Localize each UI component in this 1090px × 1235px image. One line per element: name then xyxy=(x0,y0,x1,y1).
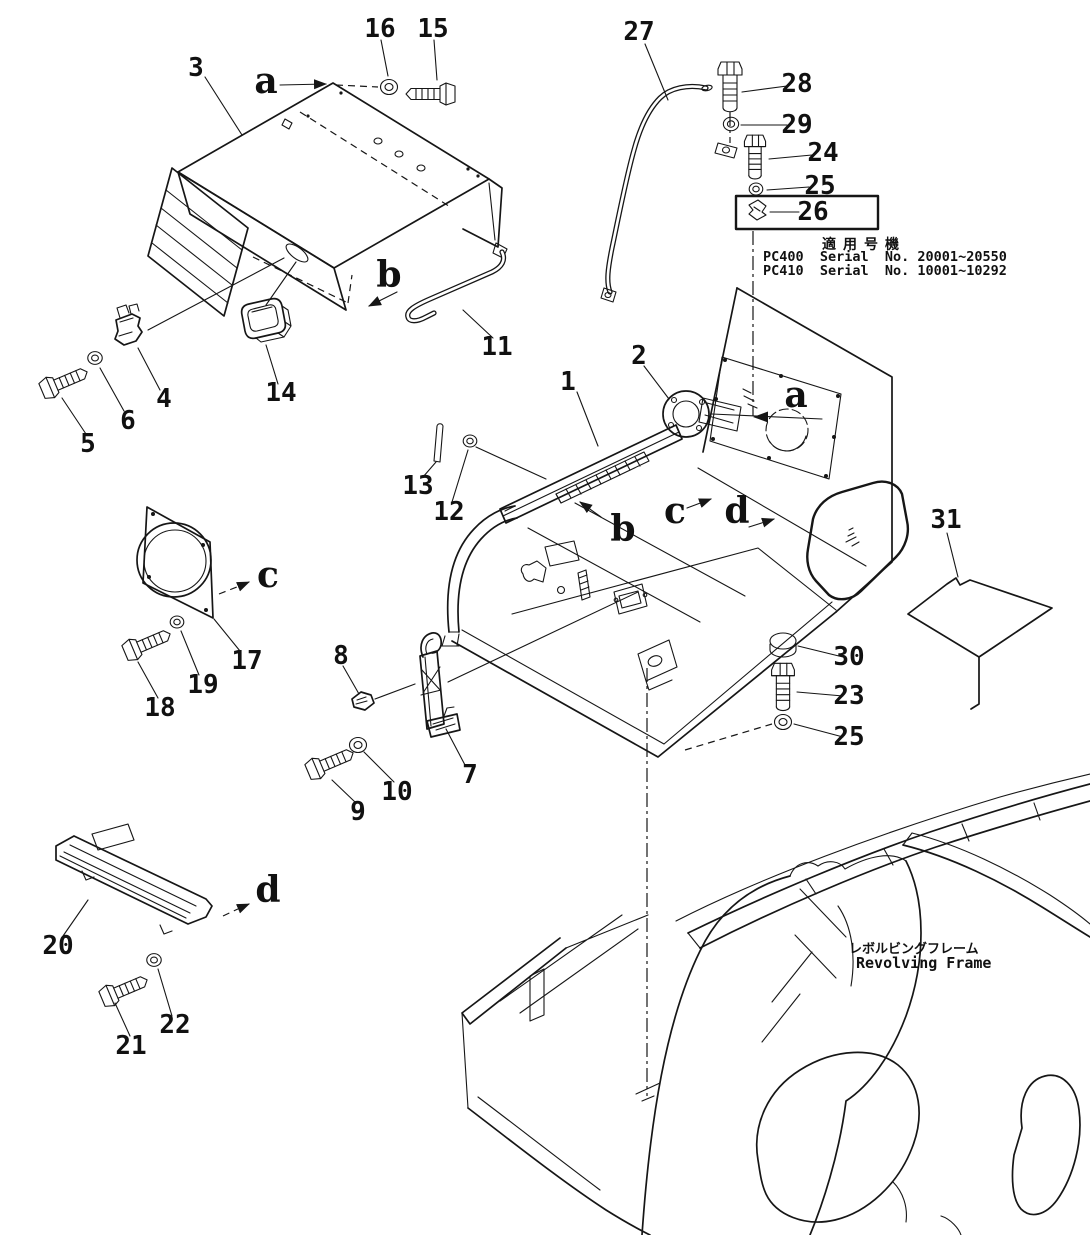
callout-9: 9 xyxy=(350,797,366,827)
frame-caption-en: Revolving Frame xyxy=(856,954,992,972)
callout-3: 3 xyxy=(188,53,204,83)
callout-31: 31 xyxy=(930,505,962,535)
callout-17: 17 xyxy=(231,646,263,676)
view-arrows xyxy=(219,79,775,916)
callout-12: 12 xyxy=(433,497,465,527)
view-label-b-floor: b xyxy=(610,508,636,550)
callout-5: 5 xyxy=(80,429,96,459)
callout-1: 1 xyxy=(560,367,576,397)
leader-lines xyxy=(62,40,958,1036)
callout-15: 15 xyxy=(417,14,449,44)
callout-16: 16 xyxy=(364,14,396,44)
callout-19: 19 xyxy=(187,670,219,700)
callout-30: 30 xyxy=(833,642,865,672)
main-housing-part1-art xyxy=(434,288,908,1096)
callout-20: 20 xyxy=(42,931,74,961)
view-label-d-floor: d xyxy=(724,490,750,532)
view-label-c-floor: c xyxy=(664,490,686,532)
callout-22: 22 xyxy=(159,1010,191,1040)
fasteners-30-23-25-art xyxy=(685,633,796,750)
callout-14: 14 xyxy=(265,378,297,408)
callout-10: 10 xyxy=(381,777,413,807)
callout-13: 13 xyxy=(402,471,434,501)
callout-18: 18 xyxy=(144,693,176,723)
view-label-b-cover: b xyxy=(376,254,402,296)
callout-6: 6 xyxy=(120,406,136,436)
cover-part3-art xyxy=(148,83,507,330)
callout-27: 27 xyxy=(623,17,655,47)
latch-7-fasteners-art xyxy=(303,633,460,783)
revolving-frame-art xyxy=(462,774,1090,1235)
tube-27-fasteners-art xyxy=(601,61,878,416)
callout-11: 11 xyxy=(481,332,513,362)
callout-7: 7 xyxy=(462,760,478,790)
plate-part31-art xyxy=(908,578,1052,709)
callout-21: 21 xyxy=(115,1031,147,1061)
applicability-title: 適用号機 xyxy=(822,237,906,253)
callout-8: 8 xyxy=(333,641,349,671)
callout-4: 4 xyxy=(156,384,172,414)
callout-25-right: 25 xyxy=(833,722,865,752)
callout-28: 28 xyxy=(781,69,813,99)
view-label-d-bracket: d xyxy=(255,869,281,911)
callout-24: 24 xyxy=(807,138,839,168)
view-label-a-panel: a xyxy=(784,374,808,416)
small-parts-4-5-6-14-art xyxy=(37,299,291,402)
applicability-row-pc410: PC410 Serial No. 10001~10292 xyxy=(763,263,1007,279)
callout-23: 23 xyxy=(833,681,865,711)
callout-26: 26 xyxy=(797,197,829,227)
callout-25-top: 25 xyxy=(804,171,836,201)
plate-17-fasteners-art xyxy=(120,507,213,664)
frame-caption-jp: レボルビングフレーム xyxy=(849,942,979,957)
view-label-a-cover: a xyxy=(254,60,278,102)
rod-part11-art xyxy=(408,252,504,321)
bracket-20-fasteners-art xyxy=(56,824,212,1010)
callout-2: 2 xyxy=(631,341,647,371)
fasteners-15-16-art xyxy=(379,78,456,106)
callout-29: 29 xyxy=(781,110,813,140)
view-label-c-plate: c xyxy=(257,554,279,596)
applicability-row-pc400: PC400 Serial No. 20001~20550 xyxy=(763,249,1007,265)
